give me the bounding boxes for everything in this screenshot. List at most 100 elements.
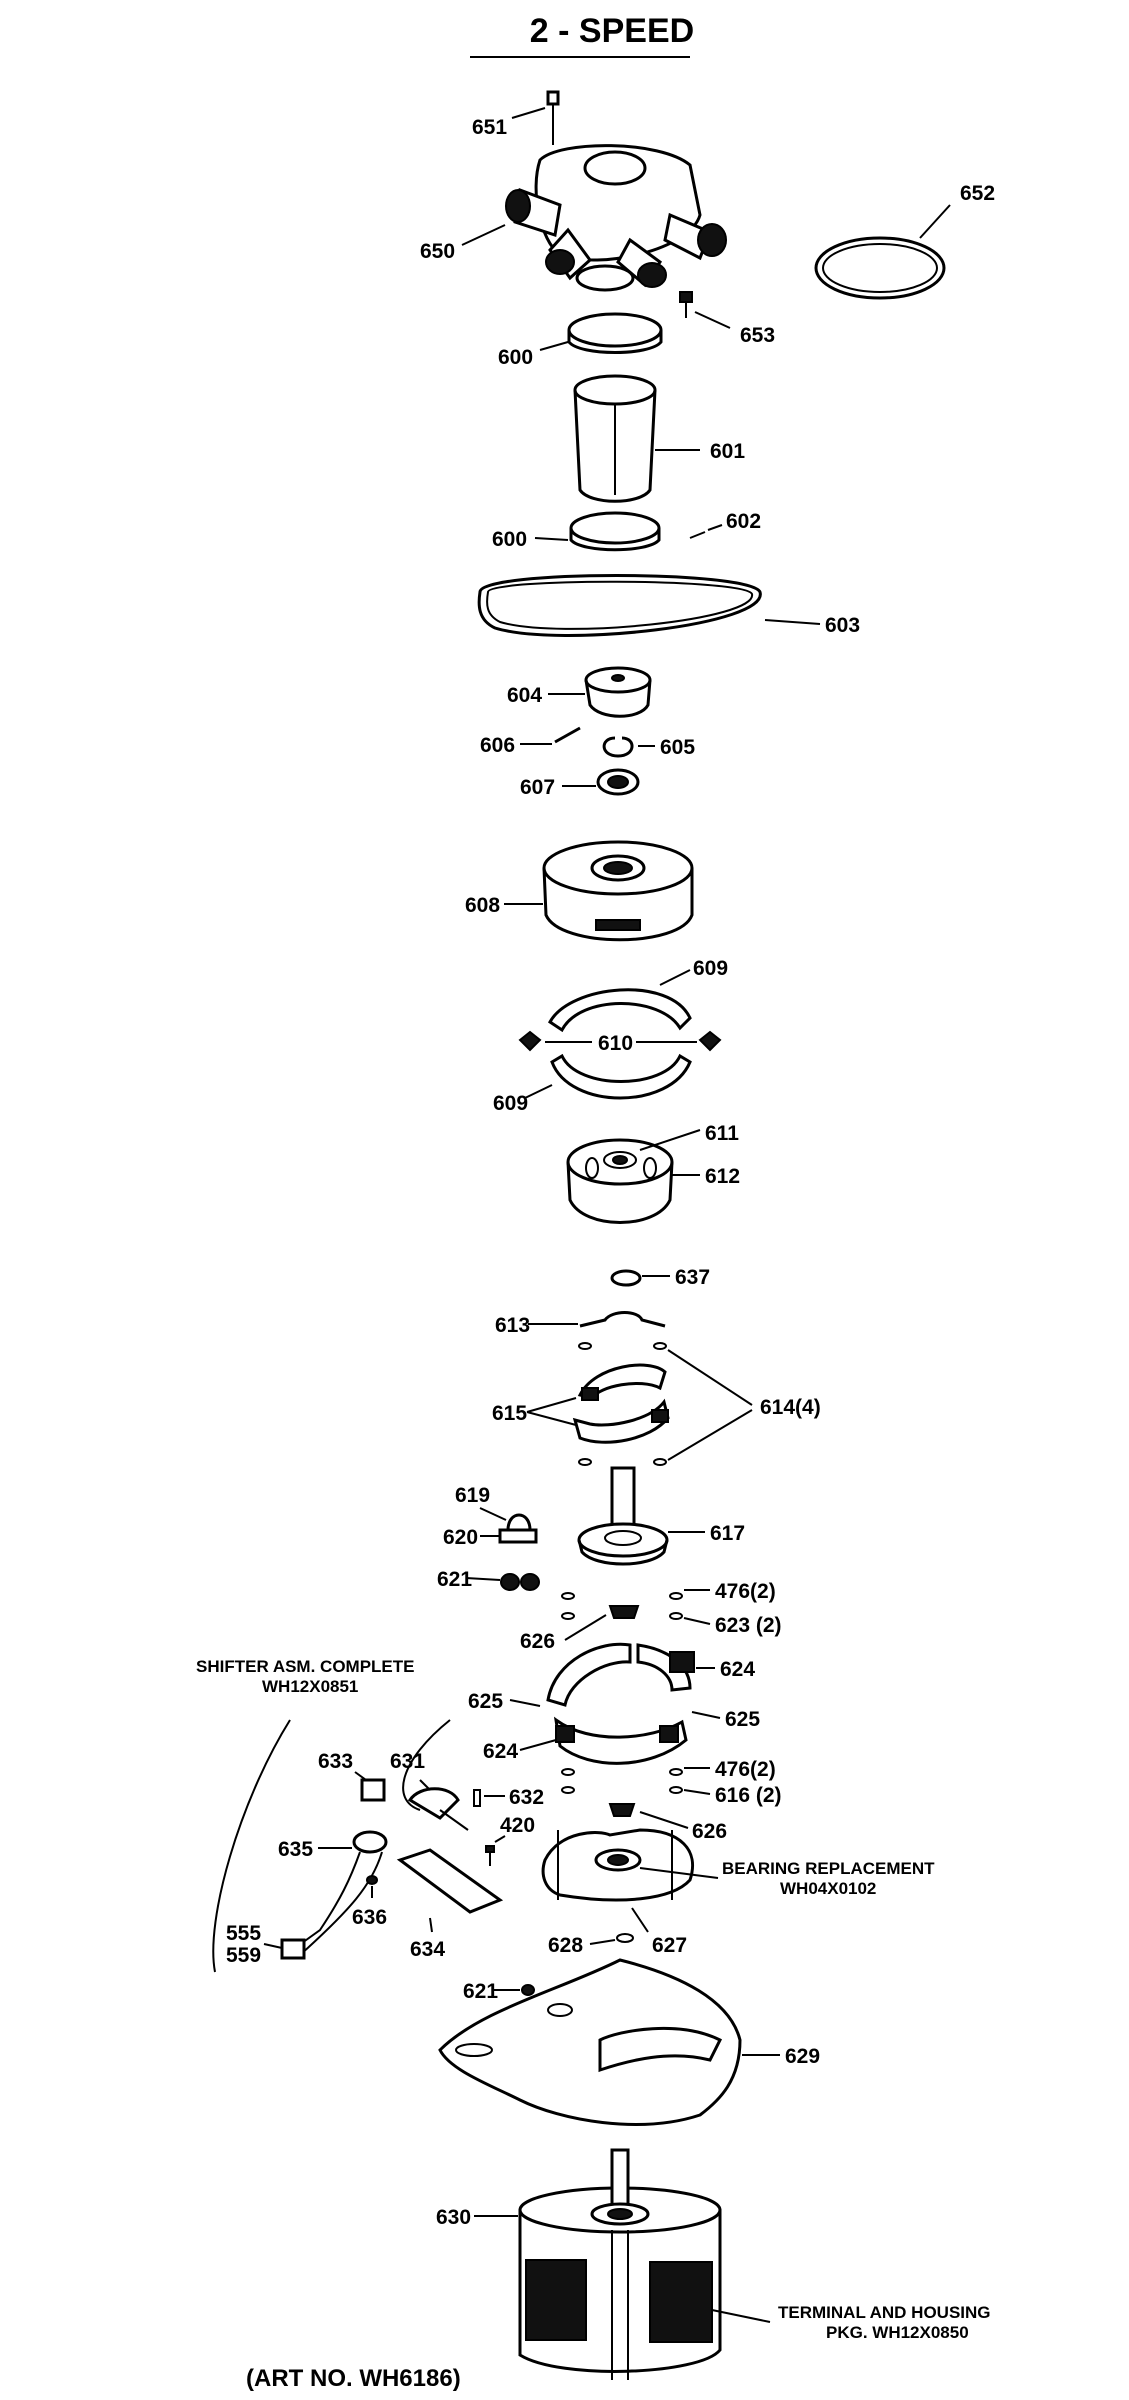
label-609-bottom: 609 bbox=[493, 1092, 528, 1115]
label-420: 420 bbox=[500, 1814, 535, 1837]
label-608: 608 bbox=[465, 894, 500, 917]
label-653: 653 bbox=[740, 324, 775, 347]
label-632: 632 bbox=[509, 1786, 544, 1809]
label-620: 620 bbox=[443, 1526, 478, 1549]
part-621-nuts bbox=[500, 1573, 540, 1591]
label-625-left: 625 bbox=[468, 1690, 503, 1713]
part-605-ring bbox=[602, 736, 634, 758]
part-633-block bbox=[360, 1778, 386, 1802]
label-630: 630 bbox=[436, 2206, 471, 2229]
part-476-623-washers bbox=[561, 1592, 683, 1620]
label-605: 605 bbox=[660, 736, 695, 759]
label-627: 627 bbox=[652, 1934, 687, 1957]
part-636-screw bbox=[366, 1875, 378, 1885]
label-555: 555 bbox=[226, 1922, 261, 1945]
part-476-616-washers bbox=[561, 1768, 683, 1794]
part-615-shoes bbox=[572, 1363, 670, 1444]
label-610: 610 bbox=[598, 1032, 633, 1055]
label-476-bottom: 476(2) bbox=[715, 1758, 776, 1781]
art-number: (ART NO. WH6186) bbox=[246, 2365, 461, 2392]
part-617-brake-hub bbox=[577, 1466, 669, 1566]
label-651: 651 bbox=[472, 116, 507, 139]
part-620-bracket bbox=[498, 1528, 538, 1544]
label-625-right: 625 bbox=[725, 1708, 760, 1731]
label-621-bottom: 621 bbox=[463, 1980, 498, 2003]
label-631: 631 bbox=[390, 1750, 425, 1773]
part-624-625-upper bbox=[546, 1642, 695, 1707]
label-623: 623 (2) bbox=[715, 1614, 782, 1637]
part-614-washers bbox=[578, 1342, 667, 1466]
part-624-625-lower bbox=[553, 1716, 688, 1765]
terminal-callout-line2: PKG. WH12X0850 bbox=[826, 2323, 969, 2342]
label-611: 611 bbox=[705, 1122, 739, 1145]
label-629: 629 bbox=[785, 2045, 820, 2068]
label-633: 633 bbox=[318, 1750, 353, 1773]
label-635: 635 bbox=[278, 1838, 313, 1861]
diagram-title: 2 - SPEED bbox=[530, 12, 694, 50]
label-606: 606 bbox=[480, 734, 515, 757]
part-601-sleeve bbox=[573, 374, 657, 503]
part-606-key bbox=[554, 726, 581, 744]
part-635-solenoid bbox=[280, 1830, 388, 1960]
shifter-bracket-right bbox=[402, 1719, 451, 1811]
part-626-bottom-block bbox=[608, 1803, 636, 1817]
part-651-screw bbox=[546, 90, 560, 145]
shifter-callout-line1: SHIFTER ASM. COMPLETE bbox=[196, 1657, 415, 1676]
terminal-callout-line1: TERMINAL AND HOUSING bbox=[778, 2303, 991, 2322]
label-600-top: 600 bbox=[498, 346, 533, 369]
shifter-callout-line2: WH12X0851 bbox=[262, 1677, 358, 1696]
part-608-drum bbox=[542, 840, 694, 942]
part-629-base-plate bbox=[438, 1958, 742, 2126]
part-609-upper-shoe bbox=[548, 988, 692, 1033]
label-615: 615 bbox=[492, 1402, 527, 1425]
label-637: 637 bbox=[675, 1266, 710, 1289]
part-653-screw bbox=[679, 291, 693, 318]
bearing-callout-line1: BEARING REPLACEMENT bbox=[722, 1859, 935, 1878]
part-609-lower-shoe bbox=[550, 1053, 692, 1100]
part-631-lever bbox=[407, 1787, 460, 1820]
part-604-pulley bbox=[584, 666, 652, 718]
part-610-left-pin bbox=[518, 1030, 542, 1052]
label-628: 628 bbox=[548, 1934, 583, 1957]
label-607: 607 bbox=[520, 776, 555, 799]
part-612-hub bbox=[566, 1138, 674, 1224]
label-634: 634 bbox=[410, 1938, 445, 1961]
part-634-plate bbox=[396, 1848, 504, 1914]
part-621-bottom-nut bbox=[521, 1984, 535, 1996]
bearing-callout-line2: WH04X0102 bbox=[780, 1879, 876, 1898]
label-614: 614(4) bbox=[760, 1396, 821, 1419]
part-628-washer bbox=[616, 1933, 634, 1943]
label-609-top: 609 bbox=[693, 957, 728, 980]
label-600-bottom: 600 bbox=[492, 528, 527, 551]
label-626-bottom: 626 bbox=[692, 1820, 727, 1843]
part-602-screw bbox=[689, 531, 706, 539]
label-636: 636 bbox=[352, 1906, 387, 1929]
label-612: 612 bbox=[705, 1165, 740, 1188]
label-617: 617 bbox=[710, 1522, 745, 1545]
label-559: 559 bbox=[226, 1944, 261, 1967]
part-637-nut bbox=[610, 1269, 642, 1287]
part-613-spring bbox=[579, 1311, 666, 1328]
part-600-bottom-clamp bbox=[569, 511, 661, 552]
part-619-clip bbox=[506, 1513, 532, 1531]
label-650: 650 bbox=[420, 240, 455, 263]
part-420-screw bbox=[485, 1845, 495, 1866]
part-607-bearing bbox=[596, 768, 640, 796]
shifter-bracket-left bbox=[212, 1719, 291, 1973]
label-624-top: 624 bbox=[720, 1658, 755, 1681]
label-613: 613 bbox=[495, 1314, 530, 1337]
part-626-top-block bbox=[608, 1605, 640, 1619]
part-600-top-clamp bbox=[567, 312, 663, 354]
part-630-motor bbox=[518, 2148, 722, 2380]
label-603: 603 bbox=[825, 614, 860, 637]
label-624-bottom: 624 bbox=[483, 1740, 518, 1763]
part-650-pump bbox=[505, 144, 727, 292]
part-652-ring bbox=[814, 236, 946, 300]
part-610-right-pin bbox=[698, 1030, 722, 1052]
label-601: 601 bbox=[710, 440, 745, 463]
label-621-top: 621 bbox=[437, 1568, 472, 1591]
label-602: 602 bbox=[726, 510, 761, 533]
label-604: 604 bbox=[507, 684, 542, 707]
label-652: 652 bbox=[960, 182, 995, 205]
